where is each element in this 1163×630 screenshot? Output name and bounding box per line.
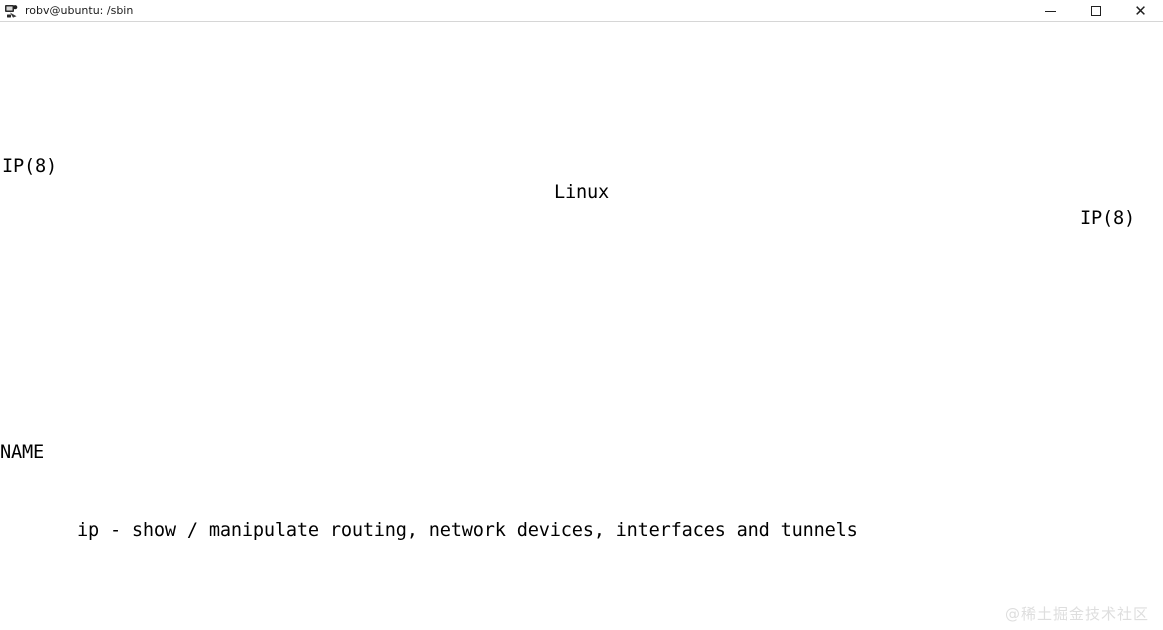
maximize-icon xyxy=(1090,6,1101,16)
close-icon: ✕ xyxy=(1134,1,1147,20)
spacer-row xyxy=(0,622,1163,630)
name-description-line: ip - show / manipulate routing, network … xyxy=(0,520,858,541)
manpage-header: IP(8) Linux IP(8) xyxy=(0,128,1163,229)
terminal-icon xyxy=(4,3,20,19)
window-title: robv@ubuntu: /sbin xyxy=(25,4,134,17)
manpage-header-left: IP(8) xyxy=(2,156,57,177)
spacer-row xyxy=(0,310,1163,336)
manpage-text: IP(8) Linux IP(8) NAME ip - show / manip… xyxy=(0,24,1163,630)
maximize-button[interactable] xyxy=(1073,0,1118,22)
section-heading-name: NAME xyxy=(0,442,44,463)
window-controls: ✕ xyxy=(1028,0,1163,22)
manpage-header-right: IP(8) xyxy=(1080,208,1135,229)
minimize-button[interactable] xyxy=(1028,0,1073,22)
manpage-header-center: Linux xyxy=(554,182,609,203)
window-titlebar[interactable]: robv@ubuntu: /sbin ✕ xyxy=(0,0,1163,22)
terminal-content[interactable]: IP(8) Linux IP(8) NAME ip - show / manip… xyxy=(0,22,1163,630)
spacer-row xyxy=(0,232,1163,258)
watermark: @稀土掘金技术社区 xyxy=(1004,605,1149,623)
close-button[interactable]: ✕ xyxy=(1118,0,1163,22)
minimize-icon xyxy=(1045,10,1056,12)
